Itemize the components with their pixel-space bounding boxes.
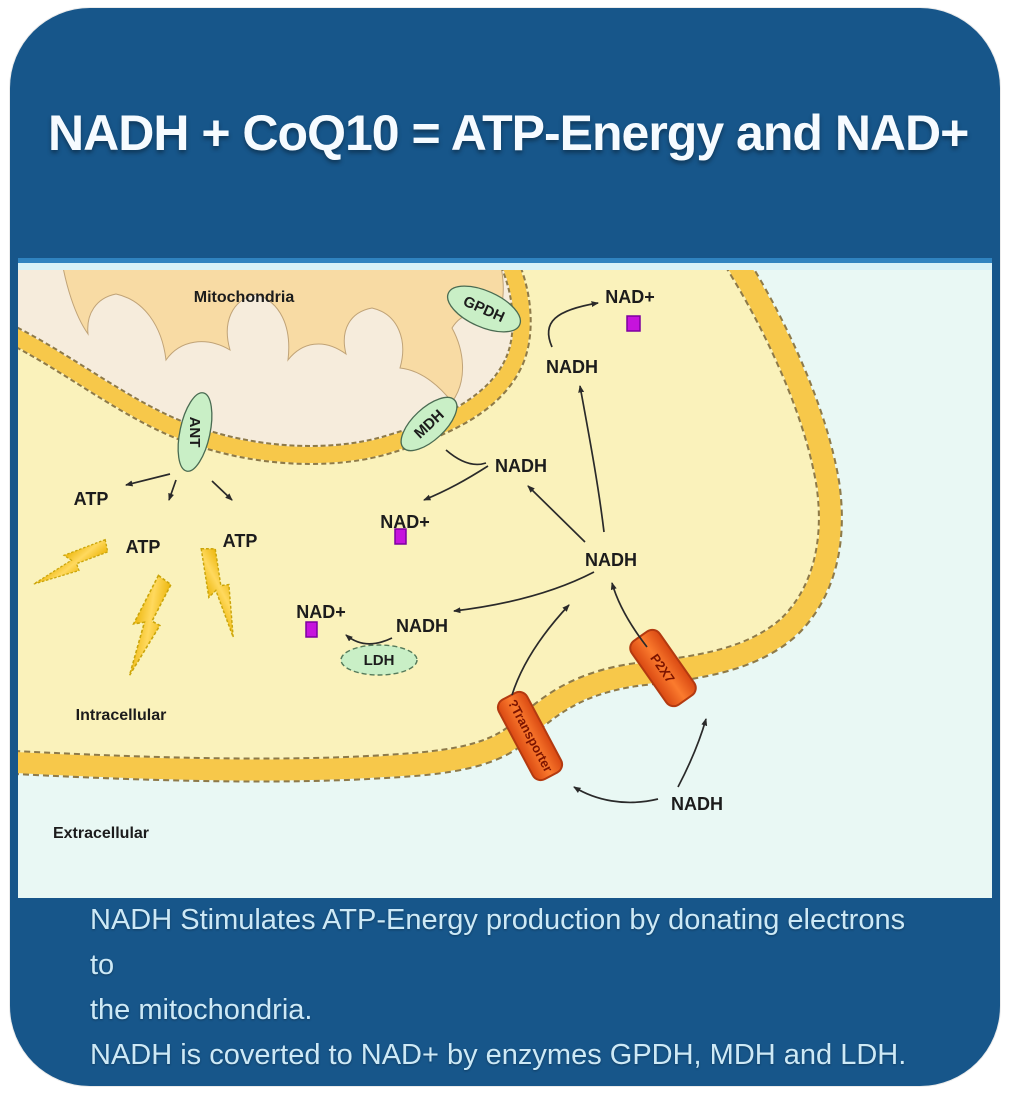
nad-plus-left-label: NAD+	[296, 602, 346, 622]
mitochondria-label: Mitochondria	[194, 289, 295, 306]
arrow-nadh-to-mid	[527, 485, 586, 543]
arrow-nadh-to-transporter	[573, 786, 659, 804]
reaction-arrows	[125, 301, 708, 804]
footer-band: NADH Stimulates ATP-Energy production by…	[10, 898, 1000, 1086]
gpdh-enzyme: GPDH	[446, 285, 522, 333]
cell-diagram: P2X7 ?Transporter GPDH MDH ANT LDH	[18, 258, 992, 898]
ant-label: ANT	[186, 417, 203, 448]
arrow-ant-atp-mid	[168, 479, 177, 501]
extracellular-label: Extracellular	[53, 825, 149, 842]
intracellular-label: Intracellular	[76, 707, 167, 724]
arrow-ant-atp-left	[125, 473, 171, 487]
lightning-bolt-icon	[200, 548, 234, 638]
atp-label-2: ATP	[126, 537, 161, 557]
nad-molecule-icon	[305, 621, 318, 638]
page-title: NADH + CoQ10 = ATP-Energy and NAD+	[48, 105, 969, 161]
nadh-top-label: NADH	[546, 357, 598, 377]
ant-enzyme: ANT	[177, 392, 213, 472]
nadh-right-label: NADH	[585, 550, 637, 570]
arrow-ant-atp-right	[211, 480, 233, 501]
unknown-transporter: ?Transporter	[496, 690, 564, 782]
nadh-mid-label: NADH	[495, 456, 547, 476]
arrow-transporter-to-nadh	[511, 604, 570, 696]
cell-membrane	[18, 270, 841, 781]
nad-molecule-icon	[626, 315, 641, 332]
nadh-extracellular-label: NADH	[671, 794, 723, 814]
mitochondria-cristae	[63, 270, 504, 403]
lightning-bolt-icon	[128, 574, 172, 676]
arrow-p2x7-to-nadh	[610, 582, 648, 648]
footer-paragraph-1: NADH Stimulates ATP-Energy production by…	[10, 898, 1000, 1033]
ldh-enzyme: LDH	[340, 644, 418, 676]
arrow-nadh-up	[578, 385, 605, 533]
footer-line-1: NADH Stimulates ATP-Energy production by…	[90, 904, 906, 981]
arrow-ldh-to-nad	[345, 634, 393, 645]
nad-plus-top-label: NAD+	[605, 287, 655, 307]
footer-paragraph-2: NADH is coverted to NAD+ by enzymes GPDH…	[90, 1039, 907, 1071]
cell-diagram-svg: P2X7 ?Transporter GPDH MDH ANT LDH	[18, 270, 992, 898]
arrow-nadh-to-ldh	[453, 571, 595, 614]
nadh-ldh-label: NADH	[396, 616, 448, 636]
arrow-gpdh-to-nad	[547, 301, 599, 348]
nad-plus-mid-label: NAD+	[380, 512, 430, 532]
extracellular-region	[18, 270, 992, 898]
mitochondrial-membrane	[18, 270, 530, 463]
mdh-enzyme: MDH	[400, 396, 458, 452]
arrow-mid-to-nad	[423, 465, 489, 501]
nad-molecule-icon	[394, 528, 407, 545]
lightning-bolt-icon	[33, 538, 109, 585]
header-band: NADH + CoQ10 = ATP-Energy and NAD+	[10, 8, 1000, 258]
atp-label-1: ATP	[74, 489, 109, 509]
divider-line	[18, 258, 992, 263]
atp-label-3: ATP	[223, 531, 258, 551]
arrow-nadh-to-p2x7	[677, 718, 708, 788]
ldh-label: LDH	[364, 652, 395, 669]
footer-line-2: the mitochondria.	[90, 994, 313, 1026]
curve-mdh-to-nadh	[445, 449, 487, 466]
divider-strip	[18, 263, 992, 270]
infographic-card: NADH + CoQ10 = ATP-Energy and NAD+	[10, 8, 1000, 1086]
p2x7-transporter: P2X7	[629, 628, 697, 708]
